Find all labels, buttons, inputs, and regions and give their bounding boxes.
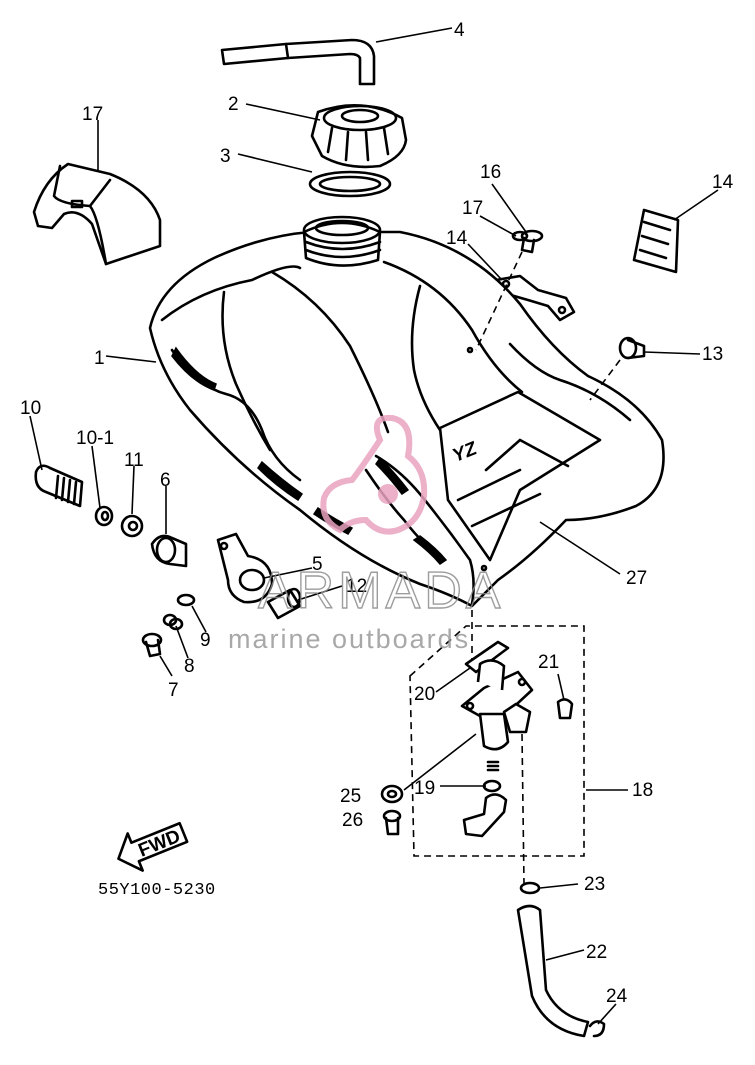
callout-24-upper: 23 <box>584 874 605 895</box>
callout-16: 16 <box>480 162 501 183</box>
callout-1: 1 <box>94 348 105 369</box>
part-13-bolt <box>618 336 646 360</box>
callout-10: 10 <box>20 398 41 419</box>
callout-6: 6 <box>160 470 171 491</box>
callout-19: 18 <box>632 780 653 801</box>
watermark-brand: ARMADA <box>258 562 504 620</box>
callout-12: 12 <box>346 576 367 597</box>
callout-15: 14 <box>446 228 468 249</box>
callout-20: 19 <box>414 778 435 799</box>
part-14-damper <box>632 208 680 274</box>
callout-21: 20 <box>414 684 435 705</box>
part-4-vent-hose <box>220 38 376 86</box>
callout-9: 9 <box>200 630 211 651</box>
fuel-cock-lever <box>462 793 508 838</box>
callout-24-lower: 24 <box>606 986 628 1007</box>
fwd-arrow: FWD <box>117 821 189 872</box>
part-23-fuel-hose <box>516 904 590 1038</box>
callout-8: 8 <box>184 656 195 677</box>
part-25-washer <box>380 784 404 804</box>
callout-22: 21 <box>538 652 559 673</box>
part-2-fuel-cap <box>310 103 408 169</box>
callout-18: 17 <box>82 104 103 125</box>
part-5-bracket <box>216 532 274 604</box>
part-19-fuel-cock-assembly <box>380 625 585 857</box>
callout-7: 7 <box>168 680 179 701</box>
part-8-washer <box>162 613 184 631</box>
callout-10-1: 10-1 <box>76 428 114 449</box>
callout-2: 2 <box>228 94 239 115</box>
callout-14: 14 <box>712 172 734 193</box>
part-12-collar <box>266 587 302 620</box>
part-10-bolt <box>34 464 84 508</box>
part-26-screw <box>382 809 402 836</box>
part-22-screw <box>556 698 574 720</box>
diagram-part-code: 55Y100-5230 <box>98 881 216 900</box>
callout-labels: 4 2 3 17 1 10 10-1 11 6 5 12 9 8 7 13 14… <box>20 20 734 1007</box>
part-9-washer <box>176 593 196 607</box>
part-24-clamp-upper <box>519 881 541 895</box>
callout-23: 22 <box>586 942 607 963</box>
part-11-washer <box>120 514 144 538</box>
watermark-logo <box>320 414 428 535</box>
fuel-cock-body <box>460 659 534 751</box>
part-6-grommet <box>150 534 188 568</box>
part-17-washer <box>511 230 529 242</box>
callout-11: 11 <box>124 450 144 471</box>
callout-26: 26 <box>342 810 363 831</box>
part-7-bolt <box>141 632 163 658</box>
callout-13: 13 <box>702 344 723 365</box>
watermark-tagline: marine outboards <box>228 624 470 654</box>
callout-17: 17 <box>462 198 483 219</box>
part-24-clamp-lower <box>588 1020 606 1038</box>
callout-27: 27 <box>626 568 647 589</box>
part-3-cap-gasket <box>308 170 392 198</box>
callout-25: 25 <box>340 786 361 807</box>
part-21-gasket <box>464 640 510 674</box>
leader-lines <box>29 27 719 1025</box>
part-20-o-ring <box>482 760 502 793</box>
callout-4: 4 <box>454 20 465 41</box>
alignment-lines <box>471 251 621 885</box>
part-10-1-washer <box>94 505 114 527</box>
callout-5: 5 <box>312 554 323 575</box>
watermark: ARMADA marine outboards <box>228 414 504 654</box>
part-18-tank-cover <box>32 162 162 266</box>
callout-3: 3 <box>220 146 231 167</box>
